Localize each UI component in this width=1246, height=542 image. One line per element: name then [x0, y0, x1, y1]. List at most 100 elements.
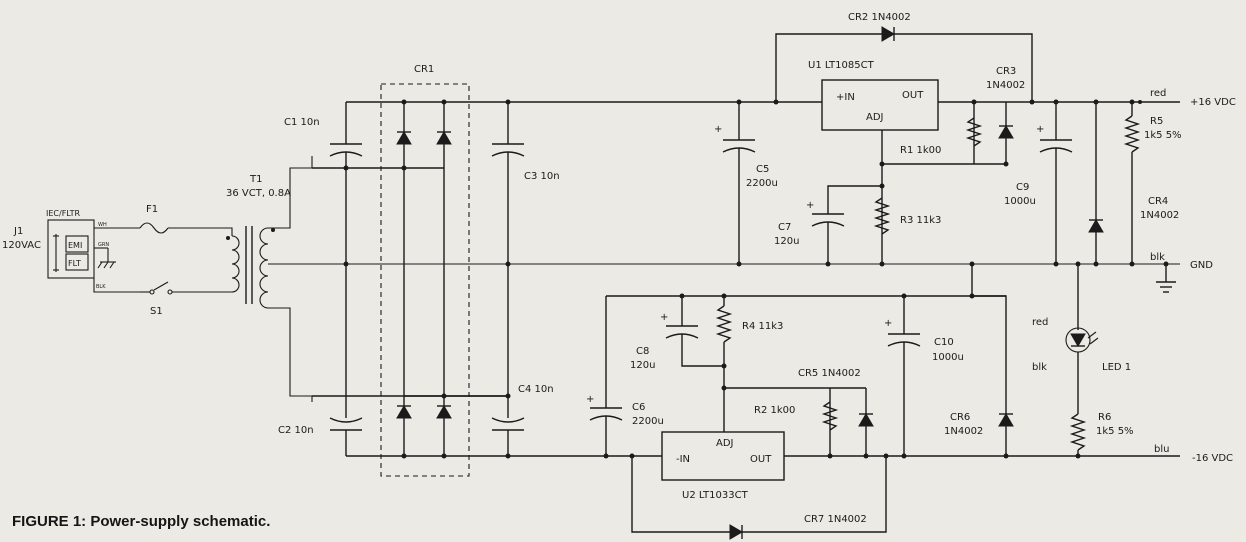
bridge-cr1-outline — [380, 83, 470, 477]
u2-pin-in: -IN — [676, 454, 690, 465]
r1-label: R1 1k00 — [900, 145, 941, 156]
c10-value: 1000u — [932, 352, 964, 363]
c7-label: C7 — [778, 222, 791, 233]
capacitor-c5: + — [714, 102, 756, 264]
led-blk-label: blk — [1032, 362, 1047, 373]
c3-label: C3 10n — [524, 171, 560, 182]
c8-value: 120u — [630, 360, 655, 371]
regulator-u1 — [821, 79, 939, 131]
pin-blk-label: BLK — [96, 284, 106, 290]
r6-label: R6 — [1098, 412, 1111, 423]
capacitor-c6: + — [586, 394, 623, 456]
bridge-diode-2-icon — [436, 131, 452, 145]
cr4-value: 1N4002 — [1140, 210, 1179, 221]
c8-label: C8 — [636, 346, 649, 357]
junction-dots — [343, 99, 1169, 459]
capacitor-c3 — [491, 102, 525, 264]
pin-grn-label: GRN — [98, 242, 109, 248]
c1-label: C1 10n — [284, 117, 320, 128]
wire-blu-label: blu — [1154, 444, 1169, 455]
capacitor-c2 — [329, 264, 363, 456]
u2-pin-out: OUT — [750, 454, 772, 465]
flt-label: FLT — [68, 259, 81, 268]
f1-label: F1 — [146, 204, 158, 215]
t1-rating: 36 VCT, 0.8A — [226, 188, 291, 199]
cr5-label: CR5 1N4002 — [798, 368, 861, 379]
cr4-label: CR4 — [1148, 196, 1168, 207]
cr3-label: CR3 — [996, 66, 1016, 77]
iec-label: IEC/FLTR — [46, 209, 81, 218]
svg-text:+: + — [884, 318, 892, 329]
ground-symbol-icon — [1156, 264, 1176, 293]
c2-label: C2 10n — [278, 425, 314, 436]
cr6-value: 1N4002 — [944, 426, 983, 437]
c9-label: C9 — [1016, 182, 1029, 193]
svg-text:+: + — [660, 312, 668, 323]
bridge-diode-4-icon — [436, 405, 452, 419]
r5-value: 1k5 5% — [1144, 130, 1182, 141]
t1-label: T1 — [249, 174, 262, 185]
resistor-r4-icon — [715, 305, 733, 343]
bridge-diode-1-icon — [396, 131, 412, 145]
c5-value: 2200u — [746, 178, 778, 189]
fuse-f1-icon — [139, 222, 169, 234]
u1-pin-out: OUT — [902, 90, 924, 101]
pin-wh-label: WH — [98, 222, 107, 228]
cr1-label: CR1 — [414, 64, 434, 75]
c10-label: C10 — [934, 337, 954, 348]
r2-label: R2 1k00 — [754, 405, 795, 416]
resistor-r2-icon — [821, 401, 839, 431]
diode-cr2-icon — [881, 26, 895, 42]
wire-red-top: red — [1150, 88, 1166, 99]
c7-value: 120u — [774, 236, 799, 247]
capacitor-c10: + — [884, 296, 921, 456]
svg-text:+: + — [806, 200, 814, 211]
bridge-diode-3-icon — [396, 405, 412, 419]
cr2-label: CR2 1N4002 — [848, 12, 911, 23]
svg-text:+: + — [1036, 124, 1044, 135]
u1-pin-in: +IN — [836, 92, 855, 103]
r4-label: R4 11k3 — [742, 321, 783, 332]
diode-cr4-icon — [1088, 219, 1104, 233]
r6-value: 1k5 5% — [1096, 426, 1134, 437]
cr6-label: CR6 — [950, 412, 970, 423]
led1-label: LED 1 — [1102, 362, 1131, 373]
switch-s1-icon — [153, 281, 169, 291]
u2-label: U2 LT1033CT — [682, 490, 749, 501]
out-pos-label: +16 VDC — [1190, 97, 1236, 108]
led-red-label: red — [1032, 317, 1048, 328]
c5-label: C5 — [756, 164, 769, 175]
cr7-label: CR7 1N4002 — [804, 514, 867, 525]
u1-label: U1 LT1085CT — [808, 60, 875, 71]
c4-label: C4 10n — [518, 384, 554, 395]
capacitor-c8: + — [660, 312, 724, 367]
resistor-r5-icon — [1123, 115, 1141, 153]
out-gnd-label: GND — [1190, 260, 1213, 271]
capacitor-c4 — [491, 264, 525, 456]
resistor-r3-icon — [873, 197, 891, 235]
led-1-icon — [1065, 327, 1099, 353]
figure-caption: FIGURE 1: Power-supply schematic. — [12, 513, 270, 530]
svg-text:+: + — [714, 124, 722, 135]
r3-label: R3 11k3 — [900, 215, 941, 226]
cr3-value: 1N4002 — [986, 80, 1025, 91]
c9-value: 1000u — [1004, 196, 1036, 207]
j1-label: J1 — [13, 226, 23, 237]
capacitor-c7: + — [806, 200, 845, 264]
u1-pin-adj: ADJ — [866, 112, 884, 123]
out-neg-label: -16 VDC — [1192, 453, 1233, 464]
wire-blk-top: blk — [1150, 252, 1165, 263]
s1-label: S1 — [150, 306, 163, 317]
diode-cr5-icon — [858, 413, 874, 427]
capacitor-c1 — [329, 102, 363, 264]
r5-label: R5 — [1150, 116, 1163, 127]
j1-rating: 120VAC — [2, 240, 41, 251]
transformer-t1 — [226, 156, 1180, 402]
resistor-r1-icon — [965, 117, 983, 147]
emi-label: EMI — [68, 241, 82, 250]
diode-cr7-icon — [729, 524, 743, 540]
iec-inlet-filter — [47, 219, 140, 293]
c6-value: 2200u — [632, 416, 664, 427]
